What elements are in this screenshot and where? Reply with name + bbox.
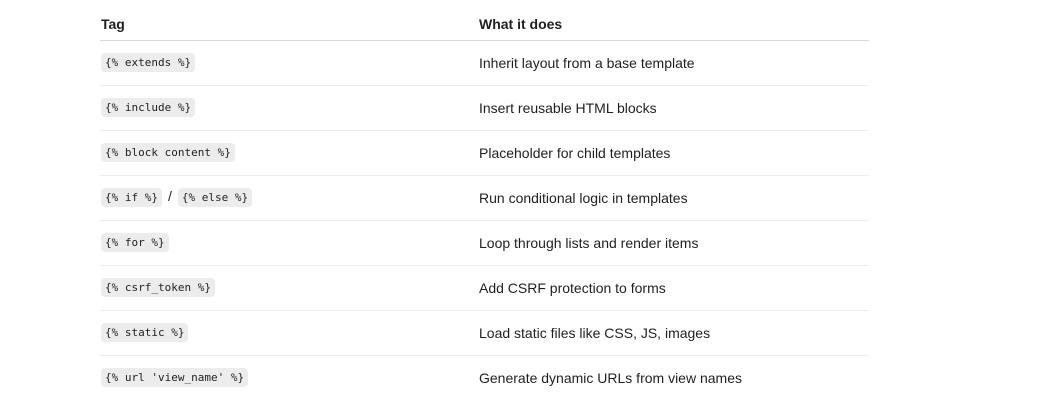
column-header-tag: Tag	[100, 0, 478, 41]
tag-code: {% if %}	[101, 188, 162, 207]
table-row: {% if %} / {% else %} Run conditional logi…	[100, 175, 869, 221]
description-cell: Placeholder for child templates	[478, 130, 869, 176]
tag-cell: {% block content %}	[100, 130, 478, 176]
tag-code: {% include %}	[101, 98, 196, 117]
table-row: {% for %} Loop through lists and render …	[100, 220, 869, 266]
table-row: {% url 'view_name' %} Generate dynamic U…	[100, 355, 869, 400]
description-cell: Generate dynamic URLs from view names	[479, 369, 742, 386]
description-cell: Insert reusable HTML blocks	[478, 85, 869, 131]
tag-code: {% url 'view_name' %}	[101, 368, 249, 388]
table-header-row: Tag What it does	[100, 0, 869, 41]
tag-cell: {% static %}	[100, 310, 478, 356]
description-cell: Inherit layout from a base template	[478, 40, 869, 86]
template-tags-table: Tag What it does {% extends %} Inherit l…	[100, 0, 869, 400]
description-cell: Loop through lists and render items	[478, 220, 869, 266]
tag-separator: /	[167, 188, 172, 204]
tag-cell: {% extends %}	[100, 40, 478, 86]
table-row: {% include %} Insert reusable HTML block…	[100, 85, 869, 131]
table-row: {% block content %} Placeholder for chil…	[100, 130, 869, 176]
table-row: {% static %} Load static files like CSS,…	[100, 310, 869, 356]
tag-cell: {% include %}	[100, 85, 478, 131]
table-row: {% csrf_token %} Add CSRF protection to …	[100, 265, 869, 311]
tag-code: {% for %}	[101, 233, 169, 252]
template-tags-table-container: Tag What it does {% extends %} Inherit l…	[100, 0, 869, 400]
table-row: {% extends %} Inherit layout from a base…	[100, 40, 869, 86]
description-cell: Load static files like CSS, JS, images	[478, 310, 869, 356]
tag-cell: {% url 'view_name' %}	[100, 355, 478, 400]
description-cell: Run conditional logic in templates	[478, 175, 869, 221]
tag-code: {% static %}	[101, 323, 189, 342]
tag-cell: {% if %} / {% else %}	[100, 175, 478, 221]
table-body: {% extends %} Inherit layout from a base…	[100, 40, 869, 400]
column-header-description: What it does	[478, 0, 869, 41]
tag-code: {% block content %}	[101, 143, 235, 162]
tag-code: {% else %}	[177, 188, 253, 207]
description-cell: Add CSRF protection to forms	[478, 265, 869, 311]
tag-code: {% extends %}	[101, 53, 196, 72]
tag-code: {% csrf_token %}	[101, 278, 215, 297]
tag-cell: {% csrf_token %}	[100, 265, 478, 311]
tag-cell: {% for %}	[100, 220, 478, 266]
